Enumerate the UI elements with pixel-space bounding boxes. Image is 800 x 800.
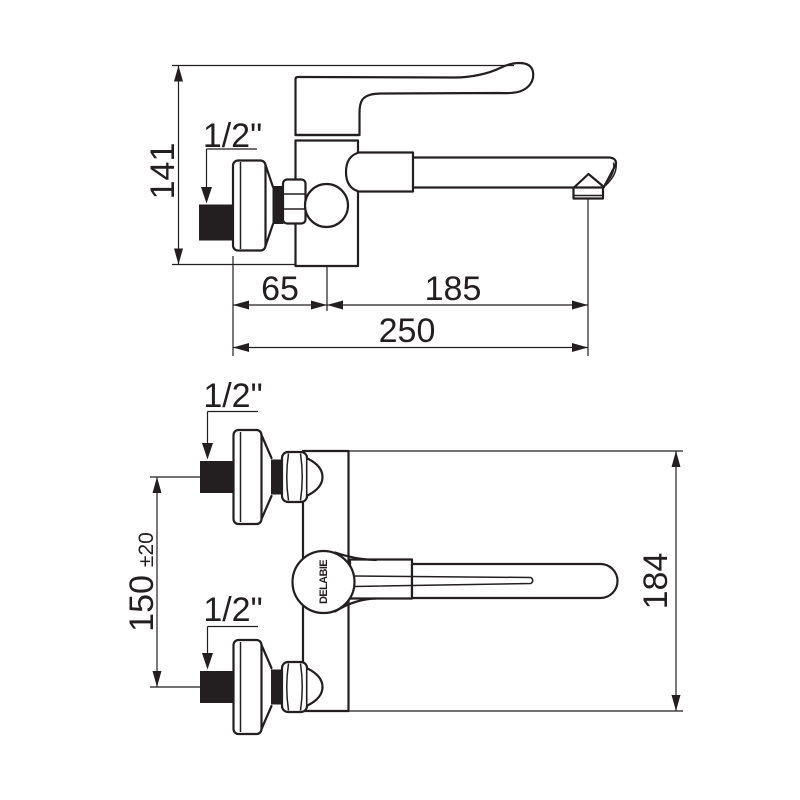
spout-tube-side [411, 156, 618, 189]
dim-inlet-side: 1/2" [201, 117, 262, 204]
dim-overall-label: 184 [637, 553, 675, 610]
plan-view-drawing: DELABIE 1/2" 1/2" 150±20 184 [123, 377, 683, 736]
brand-label: DELABIE [318, 560, 330, 604]
dim-inlet-bottom-label: 1/2" [203, 591, 262, 629]
dim-inlet-top-plan: 1/2" [202, 377, 263, 460]
ext-lines-184 [348, 450, 683, 712]
dim-inlet-top-label: 1/2" [203, 377, 262, 415]
side-view-drawing: 141 1/2" 65 185 250 [144, 61, 618, 356]
dim-height-label: 141 [144, 143, 182, 200]
handle-knob-plan [291, 549, 356, 615]
dim-inlet-bottom-plan: 1/2" [202, 591, 263, 670]
spout-opening-arc [603, 160, 617, 187]
dim-centres: 150±20 [123, 476, 202, 688]
hex-nut-facets [283, 193, 306, 210]
dim-body-to-spout-label: 185 [425, 270, 482, 308]
handle-collar-plan [348, 558, 414, 600]
aerator-outlet [572, 186, 605, 200]
union-ring-side [272, 186, 284, 224]
dim-wall-to-body-label: 65 [261, 270, 299, 308]
lever-slot-plan [353, 575, 534, 588]
dim-horizontal-group: 65 185 250 [232, 199, 589, 356]
lever-handle-side [294, 61, 535, 137]
spout-tube-plan [410, 562, 619, 600]
dim-overall: 184 [637, 451, 681, 711]
dim-total-label: 250 [379, 312, 436, 350]
dim-inlet-side-label: 1/2" [203, 117, 262, 155]
wall-thread-side [199, 204, 233, 241]
ball-joint-side [303, 182, 350, 229]
spout-socket-side [344, 151, 415, 193]
dim-centres-label: 150±20 [123, 532, 161, 632]
dim-height: 141 [144, 64, 514, 266]
flange-taper-side [264, 163, 275, 248]
hex-nut-side [281, 178, 307, 225]
wall-flange-side [231, 159, 267, 252]
